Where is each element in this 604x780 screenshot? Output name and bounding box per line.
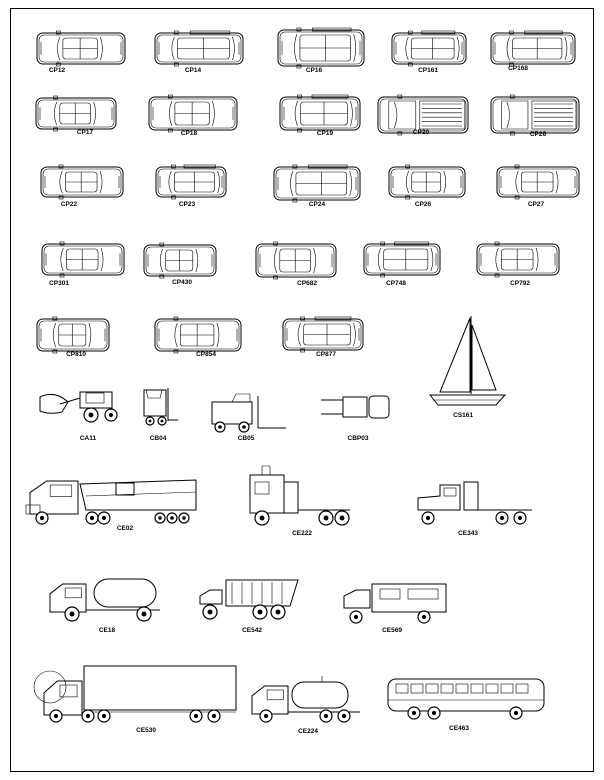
car-top-view: CP27 [496,164,580,208]
block-label: CP26 [530,131,547,138]
car-top-view: CP430 [143,242,217,286]
bus: CE463 [387,678,545,732]
car-top-view: CP810 [36,316,110,358]
semi-tractor: CE222 [249,465,350,537]
car-top-view: CP14 [154,30,244,74]
block-label: CA11 [80,435,97,442]
block-label: CBP03 [348,435,369,442]
loader-equipment: CA11 [39,391,118,442]
block-label: CE222 [292,530,312,537]
block-label: CP27 [528,201,545,208]
box-service-truck: CE569 [343,583,447,634]
car-top-view: CP16 [277,27,365,74]
car-top-view: CP792 [476,241,560,287]
block-label: CB04 [150,435,167,442]
car-top-view: CP161 [391,30,467,74]
block-label: CP19 [317,130,334,137]
block-label: CP430 [172,279,192,286]
block-label: CP854 [196,351,216,358]
sailboat: CS161 [428,316,507,419]
block-label: CE463 [449,725,469,732]
block-label: CE343 [458,530,478,537]
car-top-view: CP301 [41,241,125,287]
car-top-view: CP24 [273,164,361,208]
van-trailer-truck: CE530 [33,665,237,734]
block-label: CP17 [77,129,94,136]
tanker-trailer-truck: CE02 [25,479,197,532]
block-label: CP23 [179,201,196,208]
block-label: CP748 [386,280,406,287]
block-label: CE542 [242,627,262,634]
fuel-tanker-truck: CE224 [251,676,360,735]
car-top-view: CP23 [155,164,227,208]
car-top-view: CP17 [35,95,117,136]
dump-truck: CE542 [199,579,299,634]
block-label: CP16 [306,67,323,74]
block-label: CP301 [49,280,69,287]
car-top-view: CP682 [255,241,337,287]
car-top-view: CP877 [282,316,364,358]
block-label: CP161 [418,67,438,74]
block-label: CP168 [508,65,528,72]
sheet-border [10,8,594,772]
car-top-view: CP18 [148,94,238,137]
car-top-view: CP26 [388,164,466,208]
car-top-view: CP748 [363,241,441,287]
block-label: CE02 [117,525,134,532]
block-label: CP24 [309,201,326,208]
block-label: CP18 [181,130,198,137]
block-label: CP810 [66,351,86,358]
block-label: CE224 [298,728,318,735]
propane-tank-truck: CE18 [49,578,160,634]
forklift-small: CB04 [143,388,178,442]
block-label: CS161 [453,412,473,419]
car-top-view: CP168 [490,30,576,72]
block-label: CP20 [413,129,430,136]
block-label: CE569 [382,627,402,634]
block-label: CE530 [136,727,156,734]
block-label: CP792 [510,280,530,287]
car-top-view: CP22 [40,164,124,208]
block-label: CP877 [316,351,336,358]
car-top-view: CP20 [377,94,469,136]
block-label: CP682 [297,280,317,287]
block-label: CP14 [185,67,202,74]
forklift-large: CB05 [211,393,286,442]
block-label: CP26 [415,201,432,208]
block-label: CP22 [61,201,78,208]
conventional-tractor: CE343 [417,481,532,537]
car-top-view: CP12 [36,30,126,74]
car-top-view: CP854 [154,316,242,358]
block-label: CE18 [99,627,116,634]
pallet-jack: CBP03 [321,395,390,442]
block-label: CB05 [238,435,255,442]
car-top-view: CP19 [279,94,361,137]
block-label: CP12 [49,67,66,74]
car-top-view: CP26 [490,94,580,138]
